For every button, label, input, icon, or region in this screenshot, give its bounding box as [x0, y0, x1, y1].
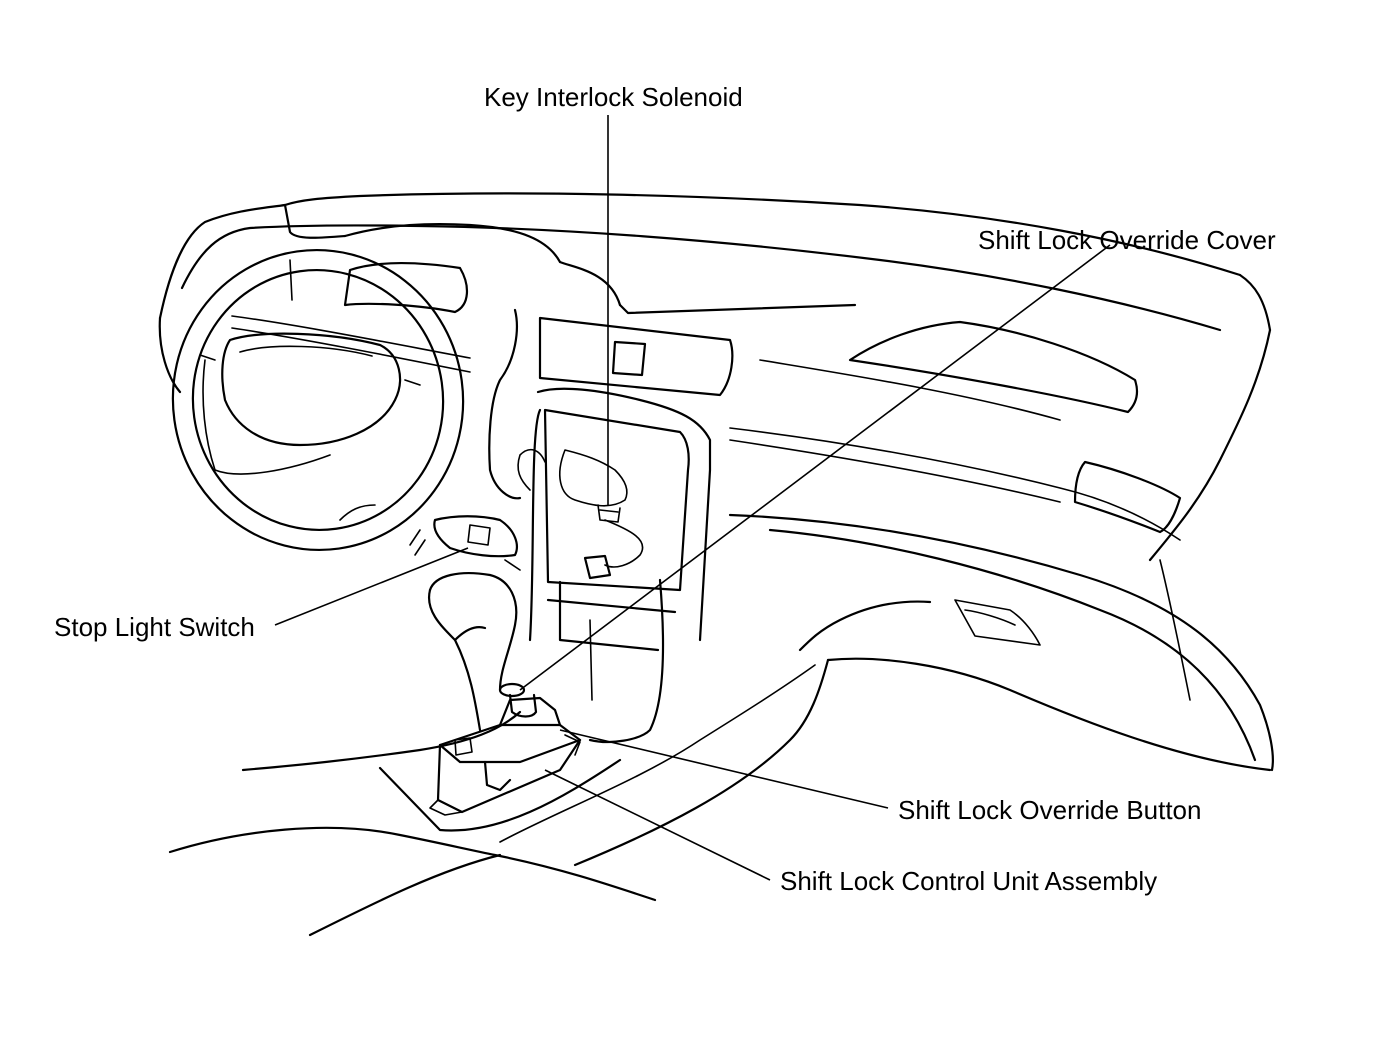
key-interlock-solenoid [559, 449, 644, 580]
dashboard-outline [158, 192, 1272, 562]
steering-wheel [171, 248, 465, 552]
center-stack [488, 308, 734, 701]
shifter-console [168, 515, 1272, 937]
leader-shift-lock-control-unit [544, 769, 771, 881]
leader-shift-lock-override-cover [519, 244, 1111, 691]
label-shift-lock-override-cover: Shift Lock Override Cover [978, 225, 1276, 255]
passenger-dash [728, 320, 1274, 772]
leader-shift-lock-override-button [559, 729, 889, 809]
label-stop-light-switch: Stop Light Switch [54, 612, 255, 642]
leader-stop-light-switch [274, 547, 469, 626]
label-key-interlock-solenoid: Key Interlock Solenoid [484, 82, 743, 112]
leader-lines [274, 115, 1111, 881]
label-shift-lock-override-button: Shift Lock Override Button [898, 795, 1202, 825]
label-shift-lock-control-unit-assembly: Shift Lock Control Unit Assembly [780, 866, 1158, 896]
